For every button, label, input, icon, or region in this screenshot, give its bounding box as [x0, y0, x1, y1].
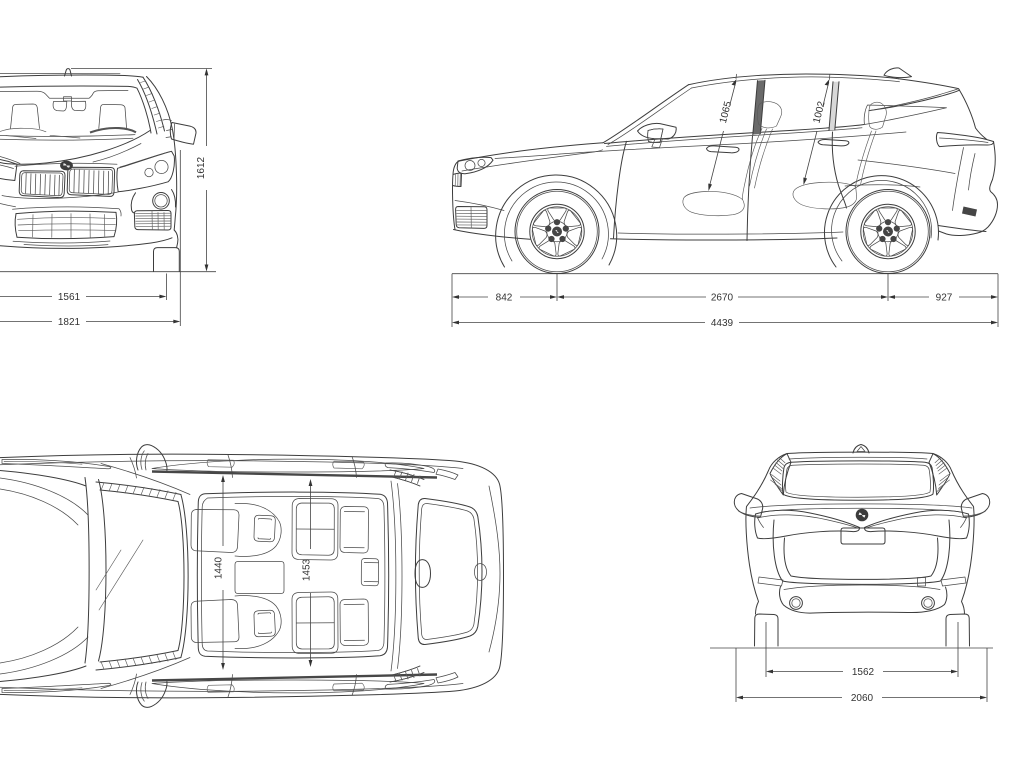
svg-text:927: 927 — [936, 293, 953, 304]
svg-text:1065: 1065 — [718, 100, 734, 125]
svg-text:1821: 1821 — [58, 317, 81, 328]
svg-text:4439: 4439 — [711, 318, 734, 329]
svg-text:1002: 1002 — [812, 100, 828, 125]
svg-text:2670: 2670 — [711, 293, 734, 304]
svg-text:1561: 1561 — [58, 292, 81, 303]
svg-text:1562: 1562 — [852, 667, 875, 678]
svg-text:1440: 1440 — [214, 556, 225, 579]
svg-text:1612: 1612 — [196, 156, 207, 179]
svg-text:1453: 1453 — [302, 558, 313, 581]
svg-text:842: 842 — [496, 293, 513, 304]
svg-text:2060: 2060 — [851, 693, 874, 704]
